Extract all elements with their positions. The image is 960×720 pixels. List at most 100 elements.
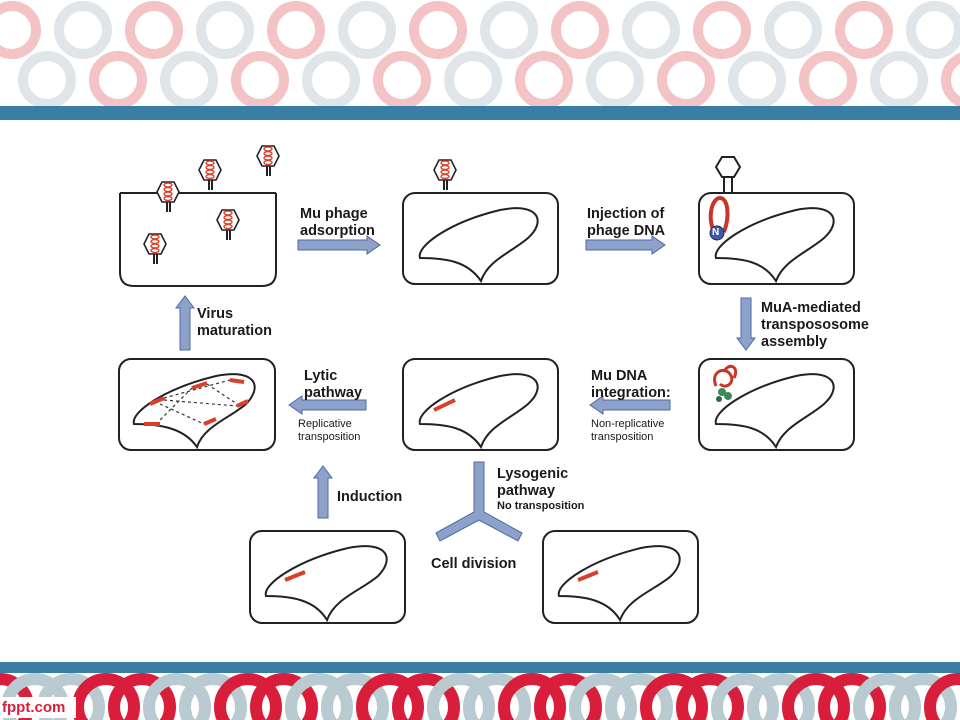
header-ring xyxy=(835,1,893,59)
header-ring xyxy=(480,1,538,59)
header-ring xyxy=(693,1,751,59)
header-ring xyxy=(160,51,218,109)
footer-ring xyxy=(676,673,744,720)
footer-ring xyxy=(605,673,673,720)
label-maturation: Virus maturation xyxy=(197,306,272,339)
phage-particle xyxy=(216,209,240,240)
label-no-transposition: No transposition xyxy=(497,500,585,512)
footer-ring xyxy=(463,673,531,720)
label-lysogenic: Lysogenic pathway xyxy=(497,466,569,499)
arrow-adsorption xyxy=(297,235,381,255)
empty-phage-head xyxy=(714,156,742,193)
footer-ring xyxy=(72,673,140,720)
header-ring xyxy=(906,1,960,59)
brand-watermark: fppt.com xyxy=(0,697,76,718)
footer-ring xyxy=(356,673,424,720)
label-injection: Injection of phage DNA xyxy=(587,206,666,239)
header-ring xyxy=(551,1,609,59)
header-decoration xyxy=(0,1,960,120)
header-ring xyxy=(18,51,76,109)
arrow-lysogenic-split xyxy=(435,461,523,542)
cell-injected xyxy=(698,192,855,285)
label-integration: Mu DNA integration: xyxy=(591,368,671,401)
cell-lysogen-right xyxy=(542,530,699,624)
header-ring xyxy=(54,1,112,59)
arrow-maturation xyxy=(175,295,195,351)
footer-ring xyxy=(534,673,602,720)
footer-ring xyxy=(108,673,176,720)
header-ring xyxy=(125,1,183,59)
footer-ring xyxy=(214,673,282,720)
bacterial-chromosome xyxy=(714,207,835,284)
footer-ring xyxy=(924,673,960,720)
footer-ring xyxy=(889,673,957,720)
header-ring xyxy=(870,51,928,109)
injected-phage-dna xyxy=(708,195,730,241)
label-induction: Induction xyxy=(337,489,403,505)
arrow-integration xyxy=(589,395,671,415)
transposition-paths xyxy=(159,379,238,425)
footer-ring xyxy=(143,673,211,720)
header-ring xyxy=(515,51,573,109)
phage-particle xyxy=(256,145,280,176)
header-ring xyxy=(267,1,325,59)
bacterial-chromosome xyxy=(264,545,388,623)
header-ring xyxy=(586,51,644,109)
phage-particle xyxy=(433,159,457,190)
cell-lysogen-left xyxy=(249,530,406,624)
footer-ring xyxy=(179,673,247,720)
header-ring xyxy=(373,51,431,109)
phage-particle xyxy=(143,233,167,264)
label-cell-division: Cell division xyxy=(431,556,517,572)
bacterial-chromosome xyxy=(418,373,539,450)
header-ring xyxy=(622,1,680,59)
arrow-induction xyxy=(313,465,333,519)
bacterial-chromosome xyxy=(557,545,681,623)
header-bar xyxy=(0,106,960,120)
header-ring xyxy=(728,51,786,109)
label-n-marker: N xyxy=(712,227,720,238)
cell-transpososome xyxy=(698,358,855,451)
header-ring xyxy=(764,1,822,59)
label-lytic: Lytic pathway xyxy=(304,368,363,401)
phage-particle xyxy=(156,181,180,212)
bacterial-chromosome xyxy=(714,373,835,450)
arrow-injection xyxy=(585,235,666,255)
prophage-segment xyxy=(577,570,599,582)
footer-ring xyxy=(818,673,886,720)
bacterial-chromosome xyxy=(418,207,539,284)
header-ring xyxy=(799,51,857,109)
arrow-transpososome xyxy=(736,297,756,351)
footer-ring xyxy=(640,673,708,720)
header-ring xyxy=(657,51,715,109)
cell-infection-start xyxy=(119,192,277,287)
footer-ring xyxy=(392,673,460,720)
header-ring xyxy=(941,52,960,108)
footer-ring xyxy=(498,673,566,720)
label-non-replicative: Non-replicative transposition xyxy=(591,418,665,443)
phage-particle xyxy=(198,159,222,190)
cell-integrated xyxy=(402,358,559,451)
footer-ring xyxy=(782,673,850,720)
free-phages xyxy=(143,145,457,264)
transpososome-icon xyxy=(713,364,738,402)
label-adsorption: Mu phage adsorption xyxy=(300,206,375,239)
header-ring xyxy=(231,51,289,109)
footer-ring xyxy=(321,673,389,720)
label-transpososome: MuA-mediated transpososome assembly xyxy=(761,300,869,350)
footer-ring xyxy=(569,673,637,720)
header-ring xyxy=(409,1,467,59)
arrow-lytic xyxy=(288,395,367,415)
footer-ring xyxy=(853,673,921,720)
header-ring xyxy=(444,51,502,109)
footer-ring xyxy=(747,673,815,720)
header-ring xyxy=(338,1,396,59)
cell-lytic xyxy=(118,358,276,451)
cell-adsorbed xyxy=(402,192,559,285)
footer-ring xyxy=(427,673,495,720)
prophage-segment xyxy=(433,398,456,412)
footer-ring xyxy=(711,673,779,720)
footer-bar xyxy=(0,662,960,673)
header-ring xyxy=(302,51,360,109)
